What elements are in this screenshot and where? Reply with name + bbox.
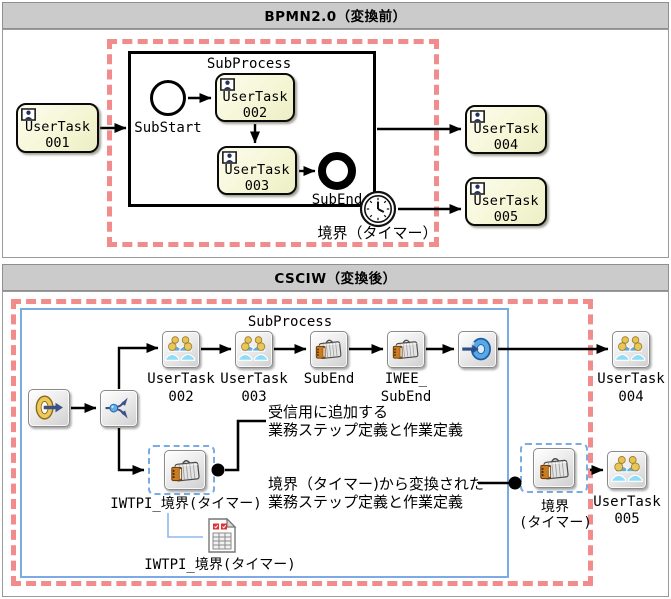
label-line: (タイマー) (519, 515, 592, 531)
bpmn-usertask-004: UserTask 004 (465, 105, 547, 154)
task-label: UserTask 003 (219, 162, 295, 194)
label-line: UserTask (597, 371, 665, 387)
user-task-mini-icon (21, 108, 36, 121)
task-label: UserTask 001 (18, 119, 97, 151)
user-task-mini-icon (470, 182, 485, 195)
people-group-icon (237, 333, 270, 365)
csciw-subend-label: SubEnd (294, 370, 364, 388)
csciw-conversion-scope-box (11, 299, 593, 586)
bpmn-section-title: BPMN2.0（変換前） (264, 9, 407, 25)
csciw-iwee-subend-label: IWEE_ SubEnd (371, 370, 441, 406)
label-line: IWTPI_境界(タイマー) (110, 496, 262, 512)
annotation-added-for-receive: 受信用に追加する 業務ステップ定義と作業定義 (268, 403, 463, 439)
csciw-section-header: CSCIW（変換後） (2, 264, 669, 291)
task-label: UserTask 002 (217, 89, 293, 121)
label-line: UserTask (593, 494, 661, 510)
briefcase-organizer-icon (389, 333, 422, 365)
task-label: UserTask 005 (467, 193, 545, 225)
csciw-section-title: CSCIW（変換後） (274, 271, 397, 287)
start-ring-arrow-icon (31, 391, 68, 424)
csciw-process-container (20, 308, 509, 578)
csciw-boundary-timer-node (533, 448, 575, 488)
label-line: 004 (618, 389, 644, 405)
label-line: 005 (493, 209, 519, 225)
annotation-line: 業務ステップ定義と作業定義 (268, 493, 464, 511)
people-group-icon (610, 453, 645, 486)
work-definition-doc-icon (205, 517, 239, 554)
bpmn-subend-event (318, 152, 356, 190)
user-task-mini-icon (470, 110, 485, 123)
label-line: SubStart (134, 120, 202, 136)
end-ring-arrow-icon (460, 333, 494, 365)
csciw-end-node (458, 331, 497, 368)
bpmn-subprocess-label: SubProcess (199, 55, 299, 73)
briefcase-organizer-icon (167, 453, 204, 488)
annotation-line: 境界（タイマー)から変換された (268, 475, 484, 493)
label-line: 境界 (541, 499, 569, 515)
label-line: IWEE_ (384, 371, 428, 387)
csciw-usertask-005-label: UserTask 005 (591, 494, 663, 528)
label-line: UserTask (224, 162, 290, 178)
people-group-icon (614, 333, 647, 365)
csciw-boundary-timer-label: 境界 (タイマー) (519, 499, 592, 531)
task-label: UserTask 004 (467, 121, 545, 153)
label-line: 境界（タイマー） (317, 224, 438, 242)
boundary-converted-step-highlight-box (520, 443, 588, 493)
bpmn-substart-event (150, 80, 186, 116)
label-line: UserTask (147, 371, 215, 387)
csciw-iwtpi-timer-node (164, 450, 206, 490)
csciw-subprocess-label: SubProcess (240, 313, 340, 331)
label-line: SubEnd (380, 389, 432, 405)
csciw-usertask-005-node (607, 451, 647, 489)
briefcase-organizer-icon (312, 333, 345, 365)
label-line: UserTask (473, 193, 539, 209)
csciw-subend-node (310, 331, 348, 368)
annotation-converted-from-boundary: 境界（タイマー)から変換された 業務ステップ定義と作業定義 (268, 475, 484, 511)
annotation-line: 業務ステップ定義と作業定義 (268, 421, 464, 439)
bpmn-subend-label: SubEnd (302, 191, 372, 209)
label-line: 002 (242, 105, 268, 121)
csciw-usertask-002-node (162, 331, 200, 368)
label-line: 003 (241, 389, 267, 405)
label-line: 001 (45, 135, 70, 151)
label-line: SubProcess (206, 56, 292, 72)
csciw-usertask-004-node (612, 331, 650, 368)
label-line: UserTask (24, 119, 91, 135)
bpmn-substart-label: SubStart (128, 119, 208, 137)
csciw-usertask-002-label: UserTask 002 (146, 370, 216, 406)
csciw-usertask-003-node (235, 331, 273, 368)
label-line: SubEnd (311, 192, 363, 208)
bpmn-conversion-scope-box (107, 39, 439, 247)
csciw-usertask-004-label: UserTask 004 (596, 370, 666, 406)
bpmn-usertask-005: UserTask 005 (465, 177, 547, 226)
bpmn-usertask-003: UserTask 003 (217, 146, 297, 195)
people-group-icon (164, 333, 197, 365)
csciw-usertask-003-label: UserTask 003 (219, 370, 289, 406)
csciw-iwtpi-timer-label: IWTPI_境界(タイマー) (110, 496, 262, 512)
label-line: 002 (168, 389, 194, 405)
label-line: UserTask (220, 371, 288, 387)
bpmn-timer-label: 境界（タイマー） (305, 225, 450, 241)
boundary-timer-icon (358, 189, 398, 229)
label-line: 004 (493, 137, 519, 153)
csciw-doc-label: IWTPI_境界(タイマー) (140, 557, 300, 573)
label-line: UserTask (473, 121, 539, 137)
user-task-mini-icon (222, 151, 237, 164)
bpmn-section-header: BPMN2.0（変換前） (2, 2, 669, 29)
csciw-start-node (28, 389, 70, 427)
label-line: SubEnd (303, 371, 355, 387)
csciw-iwee-subend-node (387, 331, 425, 368)
split-arrows-icon (102, 392, 135, 424)
bpmn-usertask-001: UserTask 001 (16, 103, 99, 153)
label-line: 005 (614, 511, 640, 527)
label-line: 003 (244, 178, 270, 194)
bpmn-usertask-002: UserTask 002 (215, 73, 295, 122)
briefcase-organizer-icon (536, 451, 573, 486)
label-line: SubProcess (247, 314, 333, 330)
csciw-split-gateway-node (100, 390, 138, 427)
user-task-mini-icon (220, 78, 235, 91)
label-line: IWTPI_境界(タイマー) (144, 557, 296, 573)
label-line: UserTask (222, 89, 288, 105)
annotation-line: 受信用に追加する (268, 403, 389, 421)
